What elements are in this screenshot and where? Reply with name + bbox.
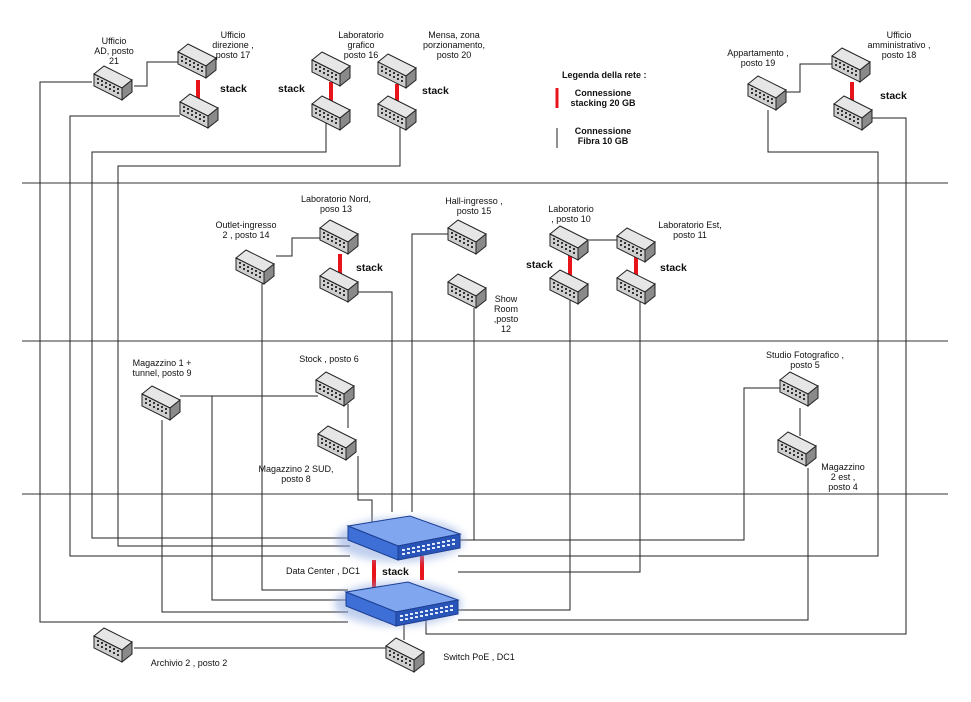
label-ufficio-ad: Ufficio AD, posto 21 (94, 36, 134, 66)
label-magazzino-2-sud: Magazzino 2 SUD, posto 8 (258, 464, 334, 484)
switch-laboratorio-nord-top (319, 219, 359, 255)
switch-studio-fotografico (779, 371, 819, 407)
stacking-links (196, 80, 854, 592)
label-laboratorio-est: Laboratorio Est, posto 11 (658, 220, 722, 240)
stack-label-direzione: stack (220, 83, 247, 95)
label-stock: Stock , posto 6 (299, 354, 359, 364)
switch-laboratorio-grafico-bottom (311, 95, 351, 131)
switch-ufficio-amministrativo-bottom (833, 95, 873, 131)
switch-ufficio-direzione-bottom (179, 93, 219, 129)
stack-label-lab-est: stack (660, 262, 687, 274)
switch-ufficio-ad (93, 65, 133, 101)
label-laboratorio-grafico: Laboratorio grafico posto 16 (338, 30, 384, 60)
label-show-room: Show Room ,posto 12 (493, 294, 519, 334)
label-archivio-2: Archivio 2 , posto 2 (150, 658, 228, 668)
label-mensa: Mensa, zona porzionamento, posto 20 (422, 30, 486, 60)
label-data-center: Data Center , DC1 (285, 566, 361, 576)
legend-title: Legenda della rete : (562, 70, 647, 80)
switch-mensa-bottom (377, 95, 417, 131)
label-laboratorio-10: Laboratorio , posto 10 (548, 204, 594, 224)
label-magazzino-1: Magazzino 1 + tunnel, posto 9 (132, 358, 192, 378)
legend-stacking-label: Connessione stacking 20 GB (570, 88, 636, 108)
label-magazzino-2-est: Magazzino 2 est , posto 4 (821, 462, 865, 492)
fiber-links (39, 61, 907, 649)
label-ufficio-direzione: Ufficio direzione , posto 17 (212, 30, 254, 60)
access-switches (93, 43, 873, 673)
floor-separators (22, 182, 948, 495)
label-studio-fotografico: Studio Fotografico , posto 5 (765, 350, 845, 370)
label-appartamento: Appartamento , posto 19 (727, 48, 789, 68)
label-hall-ingresso: Hall-ingresso , posto 15 (445, 196, 503, 216)
stack-label-grafico: stack (278, 83, 305, 95)
label-laboratorio-nord: Laboratorio Nord, poso 13 (300, 194, 372, 214)
switch-laboratorio-nord-bottom (319, 267, 359, 303)
switch-hall-ingresso (447, 219, 487, 255)
switch-laboratorio-est-top (616, 227, 656, 263)
switch-poe (385, 637, 425, 673)
switch-stock (315, 371, 355, 407)
label-ufficio-amministrativo: Ufficio amministrativo , posto 18 (867, 30, 931, 60)
core-switches (334, 515, 464, 627)
stack-label-lab-10: stack (526, 259, 553, 271)
switch-show-room (447, 273, 487, 309)
stack-label-nord: stack (356, 262, 383, 274)
switch-magazzino-2-est (777, 431, 817, 467)
stack-label-amministrativo: stack (880, 90, 907, 102)
switch-magazzino-1 (141, 385, 181, 421)
switch-magazzino-2-sud (317, 425, 357, 461)
stack-label-mensa: stack (422, 85, 449, 97)
switch-laboratorio-est-bottom (616, 269, 656, 305)
legend-fiber-label: Connessione Fibra 10 GB (574, 126, 632, 146)
switch-outlet-ingresso (235, 249, 275, 285)
switch-laboratorio-10-top (549, 225, 589, 261)
switch-appartamento (747, 75, 787, 111)
switch-laboratorio-10-bottom (549, 269, 589, 305)
switch-archivio-2 (93, 627, 133, 663)
label-switch-poe: Switch PoE , DC1 (443, 652, 515, 662)
label-outlet-ingresso: Outlet-ingresso 2 , posto 14 (215, 220, 277, 240)
stack-label-core: stack (382, 566, 409, 578)
